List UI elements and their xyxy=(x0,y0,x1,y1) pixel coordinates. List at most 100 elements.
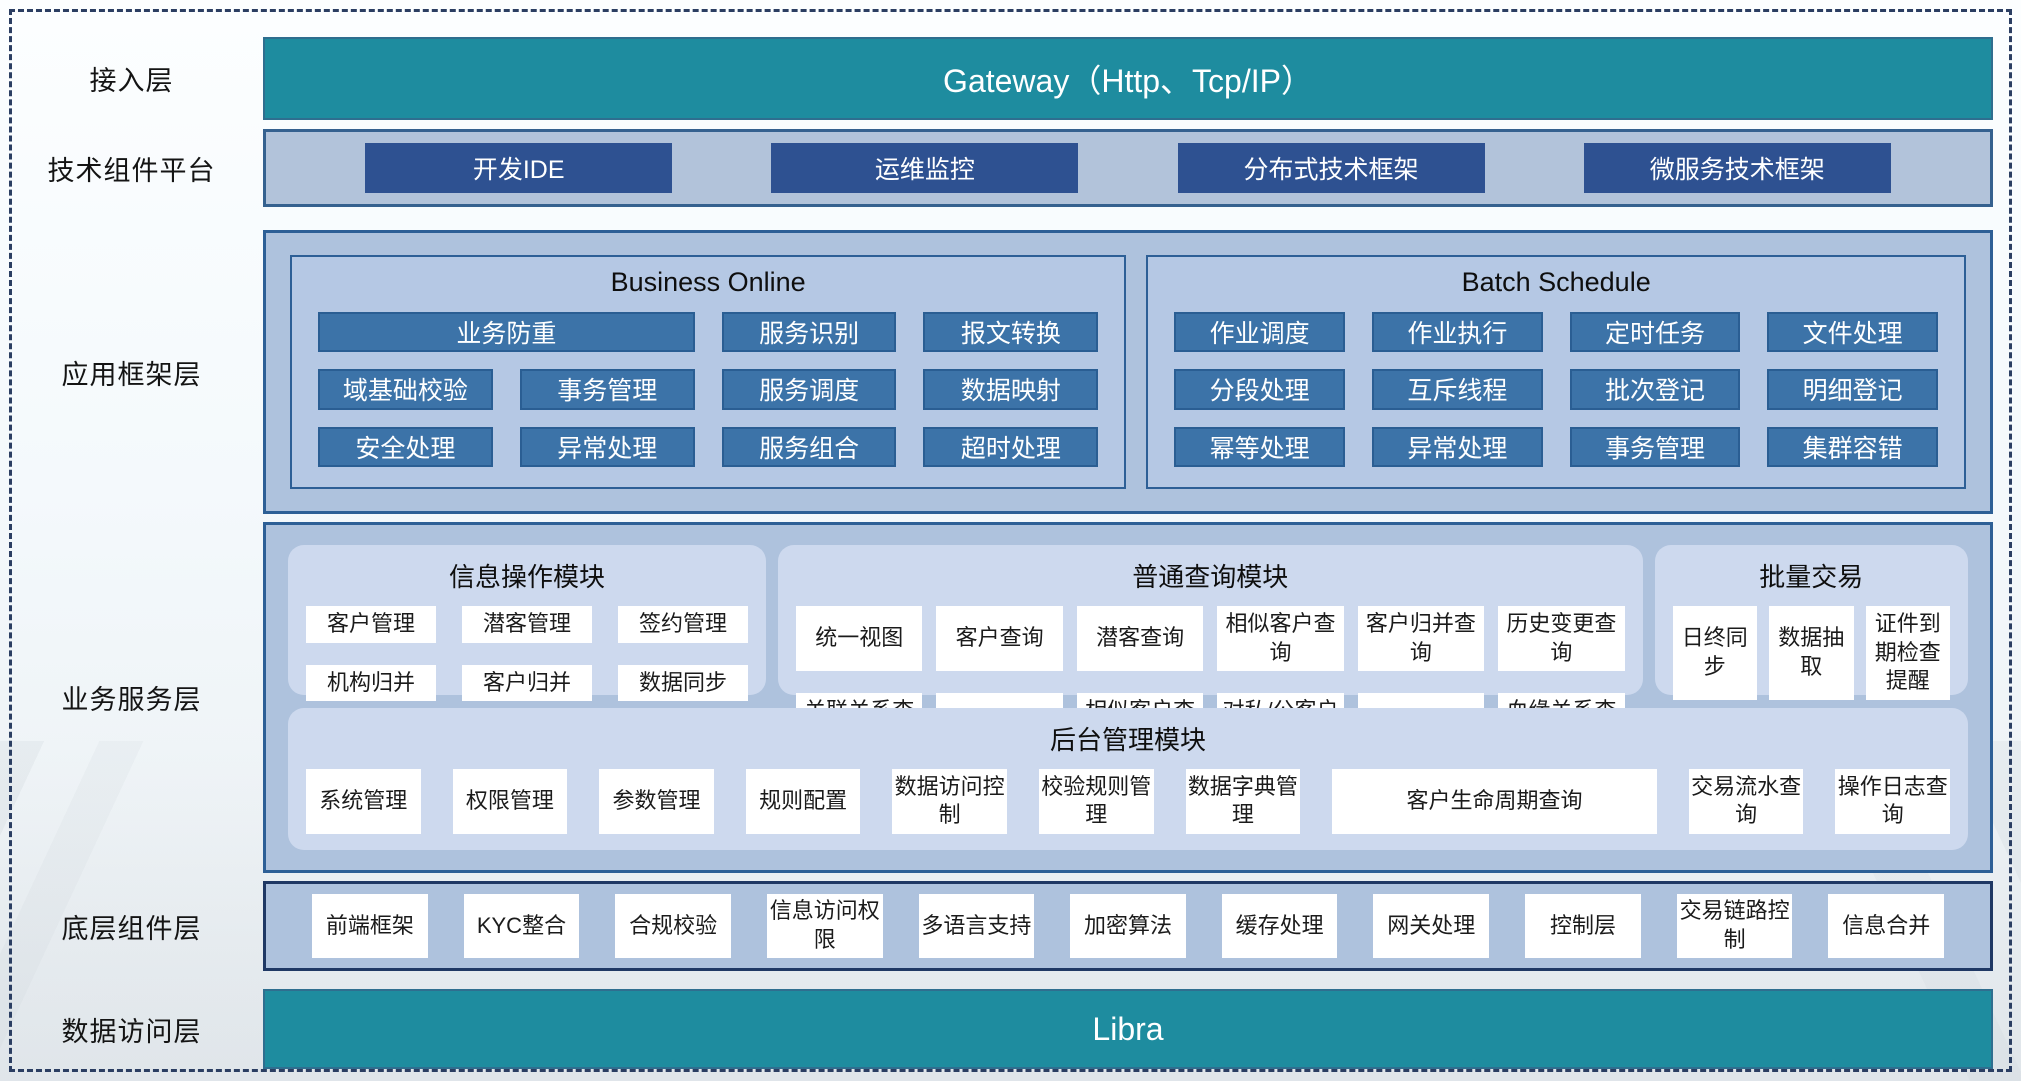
general-query-module: 普通查询模块 统一视图 客户查询 潜客查询 相似客户查询 客户归并查询 历史变更… xyxy=(778,545,1643,759)
info-operations-item: 客户归并 xyxy=(462,664,592,702)
batch-schedule-title: Batch Schedule xyxy=(1461,267,1651,297)
business-online-item: 数据映射 xyxy=(923,369,1099,410)
admin-item: 系统管理 xyxy=(306,768,421,834)
layer-tech-platform: 技术组件平台 开发IDE 运维监控 分布式技术框架 微服务技术框架 xyxy=(0,129,2021,207)
layer-biz-label: 业务服务层 xyxy=(61,685,202,715)
business-online-title: Business Online xyxy=(610,267,806,297)
info-operations-item: 客户管理 xyxy=(306,606,436,643)
business-online-item: 事务管理 xyxy=(519,369,695,410)
batch-schedule-item: 批次登记 xyxy=(1569,369,1741,410)
gateway-bar: Gateway（Http、Tcp/IP） xyxy=(263,37,1993,120)
low-level-item: 缓存处理 xyxy=(1221,894,1338,958)
batch-schedule-item: 幂等处理 xyxy=(1174,426,1345,467)
business-online-grid: 业务防重 服务识别 报文转换 域基础校验 事务管理 服务调度 数据映射 安全处理… xyxy=(318,312,1099,467)
general-query-item: 相似客户查询 xyxy=(1217,606,1344,672)
batch-schedule-item: 文件处理 xyxy=(1767,312,1938,353)
general-query-item: 客户归并查询 xyxy=(1357,606,1485,672)
batch-schedule-item: 分段处理 xyxy=(1174,369,1345,410)
admin-module-title: 后台管理模块 xyxy=(1049,724,1206,755)
info-operations-item: 数据同步 xyxy=(618,664,748,702)
admin-module: 后台管理模块 系统管理 权限管理 参数管理 规则配置 数据访问控制 校验规则管理… xyxy=(288,707,1968,850)
info-operations-item: 潜客管理 xyxy=(462,606,592,643)
low-level-item: 控制层 xyxy=(1525,894,1641,958)
info-operations-title: 信息操作模块 xyxy=(449,562,606,592)
batch-schedule-item: 互斥线程 xyxy=(1371,369,1543,410)
admin-item: 操作日志查询 xyxy=(1835,768,1951,834)
batch-schedule-item: 异常处理 xyxy=(1371,426,1543,467)
general-query-title: 普通查询模块 xyxy=(1132,562,1289,592)
general-query-item: 历史变更查询 xyxy=(1498,606,1625,672)
tech-platform-container: 开发IDE 运维监控 分布式技术框架 微服务技术框架 xyxy=(263,129,1993,207)
general-query-grid: 统一视图 客户查询 潜客查询 相似客户查询 客户归并查询 历史变更查询 关联关系… xyxy=(796,606,1625,759)
libra-bar: Libra xyxy=(263,989,1993,1069)
low-level-item: 多语言支持 xyxy=(918,894,1035,958)
batch-trade-title: 批量交易 xyxy=(1759,562,1864,592)
admin-item: 交易流水查询 xyxy=(1688,768,1804,834)
info-operations-item: 机构归并 xyxy=(306,664,436,702)
general-query-item: 客户查询 xyxy=(936,606,1063,672)
batch-trade-item: 数据抽取 xyxy=(1769,606,1854,700)
business-online-item: 安全处理 xyxy=(318,426,493,467)
low-level-item: 前端框架 xyxy=(312,894,428,958)
tech-item: 微服务技术框架 xyxy=(1583,143,1891,193)
admin-item: 校验规则管理 xyxy=(1038,768,1154,834)
layer-data-label: 数据访问层 xyxy=(61,1016,202,1047)
admin-item: 客户生命周期查询 xyxy=(1332,768,1657,834)
low-level-item: KYC整合 xyxy=(463,894,580,958)
batch-schedule-item: 定时任务 xyxy=(1569,312,1741,353)
batch-schedule-item: 集群容错 xyxy=(1767,426,1938,467)
batch-trade-grid: 日终同步 数据抽取 证件到期检查提醒 数据转换 数据装载 批量开户 xyxy=(1672,606,1950,787)
low-level-item: 合规校验 xyxy=(615,894,731,958)
info-operations-module: 信息操作模块 客户管理 潜客管理 签约管理 机构归并 客户归并 数据同步 xyxy=(288,545,767,702)
business-online-box: Business Online 业务防重 服务识别 报文转换 域基础校验 事务管… xyxy=(290,255,1127,489)
layer-app-framework: 应用框架层 Business Online 业务防重 服务识别 报文转换 域基础… xyxy=(0,230,2021,514)
batch-schedule-box: Batch Schedule 作业调度 作业执行 定时任务 文件处理 分段处理 … xyxy=(1146,255,1966,489)
business-online-item: 域基础校验 xyxy=(318,369,493,410)
business-service-container: 信息操作模块 客户管理 潜客管理 签约管理 机构归并 客户归并 数据同步 普通查… xyxy=(263,522,1993,873)
low-level-item: 信息合并 xyxy=(1828,894,1945,958)
business-online-item: 报文转换 xyxy=(923,312,1099,353)
batch-trade-module: 批量交易 日终同步 数据抽取 证件到期检查提醒 数据转换 数据装载 批量开户 xyxy=(1654,545,1968,787)
info-operations-item: 签约管理 xyxy=(618,606,748,643)
business-service-top-row: 信息操作模块 客户管理 潜客管理 签约管理 机构归并 客户归并 数据同步 普通查… xyxy=(288,545,1968,787)
admin-item: 权限管理 xyxy=(452,768,568,834)
general-query-item: 潜客查询 xyxy=(1076,606,1204,672)
low-level-item: 网关处理 xyxy=(1373,894,1490,958)
low-level-item: 信息访问权限 xyxy=(766,894,883,958)
batch-schedule-item: 作业执行 xyxy=(1371,312,1543,353)
layer-access: 接入层 Gateway（Http、Tcp/IP） xyxy=(0,37,2021,120)
admin-module-row: 系统管理 权限管理 参数管理 规则配置 数据访问控制 校验规则管理 数据字典管理… xyxy=(306,768,1951,834)
admin-item: 规则配置 xyxy=(745,768,861,834)
layer-business-service: 业务服务层 信息操作模块 客户管理 潜客管理 签约管理 机构归并 客户归并 数据… xyxy=(0,522,2021,873)
layer-access-label: 接入层 xyxy=(89,66,174,96)
business-online-item: 业务防重 xyxy=(318,312,695,353)
business-online-item: 服务识别 xyxy=(721,312,897,353)
business-online-item: 服务组合 xyxy=(721,426,897,467)
batch-trade-item: 日终同步 xyxy=(1672,606,1758,700)
business-online-item: 异常处理 xyxy=(519,426,695,467)
app-framework-container: Business Online 业务防重 服务识别 报文转换 域基础校验 事务管… xyxy=(263,230,1993,514)
batch-schedule-item: 明细登记 xyxy=(1767,369,1938,410)
admin-item: 数据访问控制 xyxy=(892,768,1007,834)
business-online-item: 服务调度 xyxy=(721,369,897,410)
layer-app-label: 应用框架层 xyxy=(61,359,202,390)
batch-trade-item: 证件到期检查提醒 xyxy=(1865,606,1950,700)
batch-schedule-grid: 作业调度 作业执行 定时任务 文件处理 分段处理 互斥线程 批次登记 明细登记 … xyxy=(1174,312,1938,467)
batch-schedule-item: 作业调度 xyxy=(1174,312,1345,353)
tech-item: 开发IDE xyxy=(365,143,673,193)
layer-low-level: 底层组件层 前端框架 KYC整合 合规校验 信息访问权限 多语言支持 加密算法 … xyxy=(0,881,2021,971)
layer-tech-label: 技术组件平台 xyxy=(47,155,216,186)
tech-item: 分布式技术框架 xyxy=(1177,143,1485,193)
layer-data-access: 数据访问层 Libra xyxy=(0,989,2021,1069)
info-operations-grid: 客户管理 潜客管理 签约管理 机构归并 客户归并 数据同步 xyxy=(306,606,748,702)
low-level-container: 前端框架 KYC整合 合规校验 信息访问权限 多语言支持 加密算法 缓存处理 网… xyxy=(263,881,1993,971)
admin-item: 数据字典管理 xyxy=(1185,768,1301,834)
layer-low-label: 底层组件层 xyxy=(61,913,202,944)
business-online-item: 超时处理 xyxy=(923,426,1099,467)
admin-item: 参数管理 xyxy=(599,768,714,834)
low-level-item: 加密算法 xyxy=(1070,894,1186,958)
batch-schedule-item: 事务管理 xyxy=(1569,426,1741,467)
tech-item: 运维监控 xyxy=(771,143,1079,193)
general-query-item: 统一视图 xyxy=(796,606,923,672)
